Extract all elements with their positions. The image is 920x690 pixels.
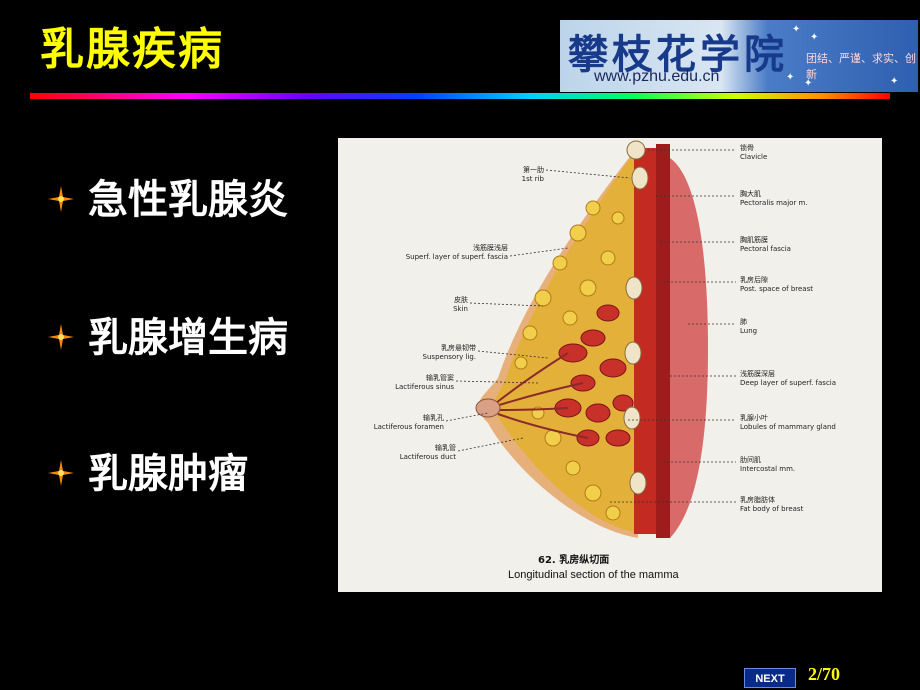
- star-icon: ✦: [810, 32, 819, 43]
- label-cn: 肋间肌: [740, 456, 761, 464]
- label-cn: 第一肋: [523, 166, 544, 174]
- logo-calligraphy: 攀枝花学院: [568, 31, 788, 78]
- bullet-label: 乳腺增生病: [88, 315, 288, 361]
- figure-caption: 62. 乳房纵切面 Longitudinal section of the ma…: [508, 554, 748, 582]
- next-button[interactable]: NEXT: [744, 668, 796, 688]
- page-indicator: 2/70: [808, 664, 841, 684]
- label-en: Lung: [740, 327, 758, 335]
- figure-label-lung: 肺 Lung: [740, 318, 870, 336]
- figure-label-lactiferous-foramen: 输乳孔 Lactiferous foramen: [350, 414, 444, 432]
- logo-url: www.pzhu.edu.cn: [594, 68, 720, 85]
- caption-en: Longitudinal section of the mamma: [508, 569, 679, 581]
- bullet-label: 急性乳腺炎: [88, 177, 288, 223]
- label-en: Suspensory lig.: [422, 353, 476, 361]
- rainbow-divider: [30, 93, 890, 99]
- label-en: Pectoralis major m.: [740, 199, 808, 207]
- star-icon: ✦: [804, 78, 813, 89]
- figure-label-lactiferous-duct: 输乳管 Lactiferous duct: [368, 444, 456, 462]
- star-icon: ✦: [792, 24, 801, 35]
- figure-label-clavicle: 锁骨 Clavicle: [740, 144, 870, 162]
- breast-section-illustration: [445, 140, 736, 538]
- label-en: Post. space of breast: [740, 285, 813, 293]
- label-cn: 肺: [740, 318, 747, 326]
- bullet-label: 乳腺肿瘤: [88, 451, 248, 497]
- label-cn: 乳腺小叶: [740, 414, 768, 422]
- figure-label-lobules: 乳腺小叶 Lobules of mammary gland: [740, 414, 878, 432]
- figure-label-suspensory-lig: 乳房悬韧带 Suspensory lig.: [388, 344, 476, 362]
- label-cn: 胸大肌: [740, 190, 761, 198]
- figure-label-deep-layer: 浅筋膜深层 Deep layer of superf. fascia: [740, 370, 878, 388]
- figure-label-fat-body: 乳房脂肪体 Fat body of breast: [740, 496, 870, 514]
- label-en: Skin: [453, 305, 468, 313]
- figure-label-lactiferous-sinus: 输乳管窦 Lactiferous sinus: [368, 374, 454, 392]
- figure-label-skin: 皮肤 Skin: [428, 296, 468, 314]
- figure-label-intercostal: 肋间肌 Intercostal mm.: [740, 456, 870, 474]
- college-logo-banner: 攀枝花学院 www.pzhu.edu.cn 团结、严谨、求实、创新 ✦ ✦ ✦ …: [560, 20, 918, 92]
- label-en: Deep layer of superf. fascia: [740, 379, 837, 387]
- label-cn: 胸肌筋膜: [740, 236, 768, 244]
- figure-label-pectoralis-major: 胸大肌 Pectoralis major m.: [740, 190, 870, 208]
- label-cn: 乳房脂肪体: [740, 496, 775, 504]
- label-cn: 乳房悬韧带: [441, 344, 476, 352]
- label-en: Superf. layer of superf. fascia: [405, 253, 508, 261]
- figure-label-post-space: 乳房后隙 Post. space of breast: [740, 276, 870, 294]
- label-cn: 皮肤: [454, 296, 468, 304]
- breast-anatomy-figure: 第一肋 1st rib 浅筋膜浅层 Superf. layer of super…: [338, 138, 882, 592]
- label-en: Lactiferous sinus: [395, 383, 454, 391]
- label-cn: 输乳孔: [423, 414, 444, 422]
- label-cn: 浅筋膜浅层: [473, 244, 508, 252]
- sparkle-bullet-icon: [48, 324, 74, 350]
- caption-cn: 62. 乳房纵切面: [538, 555, 610, 566]
- figure-label-superf-layer: 浅筋膜浅层 Superf. layer of superf. fascia: [368, 244, 508, 262]
- label-en: Intercostal mm.: [740, 465, 796, 473]
- star-icon: ✦: [786, 72, 795, 83]
- label-cn: 输乳管: [435, 444, 456, 452]
- sparkle-bullet-icon: [48, 186, 74, 212]
- label-cn: 锁骨: [740, 144, 754, 152]
- label-en: Lactiferous duct: [399, 453, 456, 461]
- label-cn: 浅筋膜深层: [740, 370, 775, 378]
- label-en: 1st rib: [521, 175, 544, 183]
- label-cn: 乳房后隙: [740, 276, 768, 284]
- logo-motto: 团结、严谨、求实、创新: [806, 52, 916, 81]
- label-en: Pectoral fascia: [740, 245, 791, 253]
- label-en: Lobules of mammary gland: [740, 423, 836, 431]
- label-en: Lactiferous foramen: [373, 423, 444, 431]
- star-icon: ✦: [890, 76, 899, 87]
- figure-label-pectoral-fascia: 胸肌筋膜 Pectoral fascia: [740, 236, 870, 254]
- figure-label-first-rib: 第一肋 1st rib: [508, 166, 544, 184]
- label-cn: 输乳管窦: [426, 374, 454, 382]
- label-en: Clavicle: [740, 153, 768, 161]
- slide-title: 乳腺疾病: [40, 24, 224, 75]
- label-en: Fat body of breast: [740, 505, 804, 513]
- sparkle-bullet-icon: [48, 460, 74, 486]
